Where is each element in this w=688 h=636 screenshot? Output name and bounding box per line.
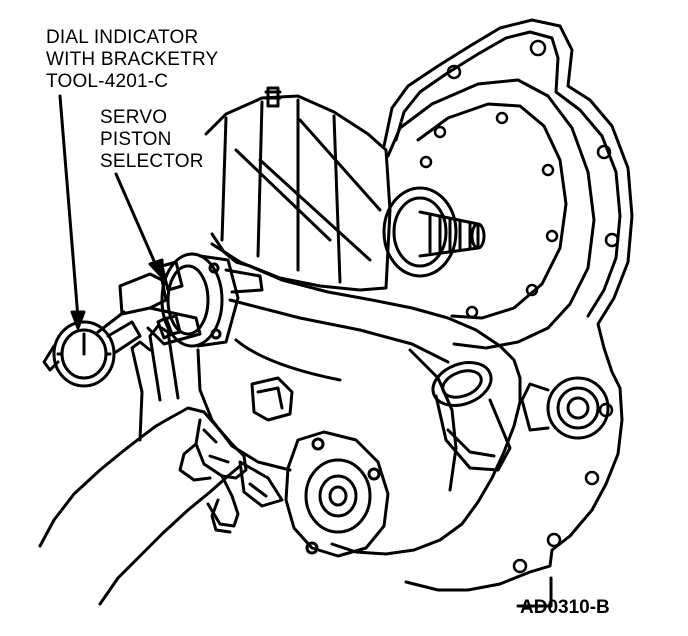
bottom-extension-housing xyxy=(284,430,390,558)
dial-indicator-gauge xyxy=(42,320,142,388)
dial-indicator-label-line-3: TOOL-4201-C xyxy=(46,71,169,92)
output-seal-boss xyxy=(520,376,610,440)
bell-inner-face xyxy=(386,78,596,350)
dial-indicator-label-line-1: DIAL INDICATOR xyxy=(46,27,199,48)
inner-face-bolts xyxy=(419,111,559,319)
bell-housing-flange xyxy=(394,30,622,318)
side-boss xyxy=(250,376,294,422)
upper-case-ribs xyxy=(220,98,382,284)
case-contour-1 xyxy=(228,298,450,364)
bell-housing-outline xyxy=(382,18,634,592)
dial-indicator-label-line-2: WITH BRACKETRY xyxy=(46,49,219,70)
servo-cover xyxy=(160,252,264,348)
servo-piston-selector-leader xyxy=(114,172,165,280)
servo-piston-selector-label-line-3: SELECTOR xyxy=(100,151,204,172)
hand xyxy=(38,324,248,606)
servo-piston-selector-label-line-2: PISTON xyxy=(100,129,172,150)
input-shaft xyxy=(382,186,486,278)
case-contour-3 xyxy=(408,348,458,492)
vent-fitting xyxy=(264,86,282,108)
case-lower-edge xyxy=(196,348,292,472)
dial-indicator-leader xyxy=(58,94,86,330)
servo-piston-selector-tool xyxy=(96,260,202,346)
bell-inner-rim xyxy=(416,102,568,320)
figure-id: AD0310-B xyxy=(520,597,610,618)
main-case-body xyxy=(210,242,522,556)
lower-mount-bracket xyxy=(238,460,284,508)
servo-piston-selector-label-line-1: SERVO xyxy=(100,107,168,128)
case-contour-2 xyxy=(234,338,342,382)
right-outlet-fitting xyxy=(431,361,512,472)
figure-id-leader xyxy=(516,576,553,608)
